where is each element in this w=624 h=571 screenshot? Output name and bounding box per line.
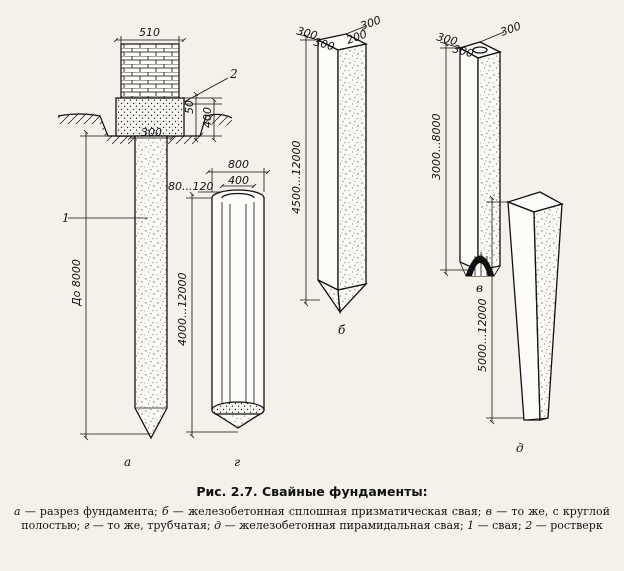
figure-caption: Рис. 2.7. Свайные фундаменты: а — разрез…: [0, 484, 624, 533]
dim-v-300-3: 300: [499, 19, 523, 38]
caption-description: а — разрез фундамента; б — железобетонна…: [14, 505, 610, 533]
tubular-pile-g: 800 400 80...120 4000...12000 г: [168, 158, 271, 469]
caption-item-text: — свая;: [474, 519, 526, 532]
caption-key: в: [485, 505, 493, 518]
dim-400-g: 400: [228, 174, 249, 187]
caption-item-text: — ростверк: [532, 519, 603, 532]
caption-item-text: — то же, трубчатая;: [89, 519, 215, 532]
letter-g: г: [234, 455, 240, 469]
caption-key: д: [214, 519, 222, 532]
caption-key: 2: [525, 519, 533, 532]
hollow-pile-side: [477, 51, 501, 271]
brick-wall: [120, 43, 180, 99]
pile-foundations-figure: 510 2 50 400 300 1 До 8000 а: [57, 13, 564, 469]
prismatic-pile-side: [337, 43, 367, 291]
dim-length-a: До 8000: [70, 259, 83, 307]
letter-a: а: [124, 455, 131, 469]
caption-item-text: — то же, с круглой полостью;: [21, 505, 610, 532]
dim-510: 510: [139, 26, 160, 39]
hollow-pile-front: [459, 46, 479, 272]
ground-hatch: [58, 114, 232, 144]
foundation-section-a: 510 2 50 400 300 1 До 8000 а: [57, 26, 238, 469]
callout-1: 1: [62, 211, 70, 225]
dim-wall: 80...120: [168, 180, 213, 193]
dim-300-a: 300: [141, 126, 162, 139]
caption-title: Рис. 2.7. Свайные фундаменты:: [196, 484, 428, 499]
dim-length-g: 4000...12000: [176, 273, 189, 346]
caption-key: б: [161, 505, 169, 518]
dim-50: 50: [183, 100, 196, 114]
caption-key: г: [83, 519, 90, 532]
caption-item-text: — железобетонная сплошная призматическая…: [168, 505, 486, 518]
caption-item-text: — железобетонная пирамидальная свая;: [221, 519, 468, 532]
prismatic-pile-front: [317, 38, 339, 292]
dim-400: 400: [201, 107, 214, 128]
pyramidal-pile-d: 5000...12000 д: [476, 191, 564, 455]
caption-key: 1: [467, 519, 475, 532]
callout-2: 2: [229, 67, 238, 81]
letter-d: д: [516, 441, 524, 455]
dim-b-300-2: 300: [312, 35, 336, 53]
pile-1: [134, 135, 168, 440]
dim-length-v: 3000...8000: [430, 114, 443, 180]
tubular-pile-body: [211, 198, 265, 411]
dim-length-b: 4500...12000: [290, 141, 303, 214]
dim-v-300-2: 300: [451, 42, 475, 60]
caption-item-text: — разрез фундамента;: [20, 505, 162, 518]
dim-length-d: 5000...12000: [476, 299, 489, 372]
prismatic-pile-b: 300 300 300 200 4500...12000 б: [290, 13, 383, 337]
letter-b: б: [338, 323, 346, 337]
grillage: [115, 97, 185, 137]
dim-800: 800: [228, 158, 249, 171]
letter-v: в: [476, 281, 483, 295]
caption-key: а: [14, 505, 21, 518]
hollow-pile-v: 300 300 300 3000...8000 в: [430, 19, 523, 295]
dim-v-300-1: 300: [435, 30, 459, 48]
dim-b-300-1: 300: [295, 24, 319, 42]
